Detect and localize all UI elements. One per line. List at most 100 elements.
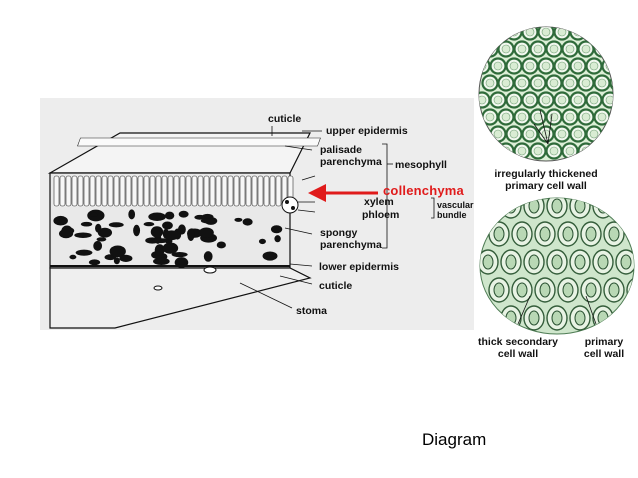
palisade-cell (83, 175, 90, 207)
cell-lumen (525, 61, 535, 71)
cell-lumen (517, 146, 527, 156)
cell-lumen (581, 112, 591, 122)
cell-lumen (517, 78, 527, 88)
label-lower-epidermis: lower epidermis (319, 261, 399, 273)
cell-lumen (614, 45, 616, 53)
cell-lumen (620, 310, 632, 326)
cell-lumen (551, 310, 563, 326)
cell-lumen (565, 44, 575, 54)
palisade-cell (125, 175, 132, 207)
palisade-cell (137, 175, 144, 207)
collenchyma-cell (479, 125, 491, 143)
cell-lumen (505, 254, 517, 270)
palisade-cell (149, 175, 156, 207)
cell-lumen (589, 27, 599, 37)
collenchyma-cell (609, 74, 613, 92)
leaf-cross-section-diagram (40, 98, 474, 330)
cell-lumen (541, 61, 551, 71)
air-space (171, 251, 188, 258)
cell-lumen (501, 44, 511, 54)
cell-lumen (585, 282, 597, 298)
cell-lumen (549, 44, 559, 54)
bottom-left-caption-line-1: thick secondary (478, 336, 558, 348)
cell-lumen (539, 282, 551, 298)
collenchyma-cell (481, 40, 499, 58)
cell-lumen (528, 254, 540, 270)
palisade-cell (89, 175, 96, 207)
palisade-cell (179, 175, 186, 207)
collenchyma-cell (609, 142, 613, 160)
sclerenchyma-cell (480, 305, 499, 331)
cell-lumen (608, 282, 620, 298)
cell-lumen (565, 146, 575, 156)
cell-lumen (509, 95, 519, 105)
air-space (200, 218, 215, 224)
cell-lumen (528, 310, 540, 326)
cell-lumen (479, 129, 487, 139)
cell-lumen (501, 78, 511, 88)
cell-lumen (562, 226, 574, 242)
air-space (128, 209, 136, 220)
palisade-cell (143, 175, 150, 207)
cell-lumen (557, 129, 567, 139)
palisade-cell (227, 175, 234, 207)
cell-lumen (479, 27, 487, 37)
cell-lumen (631, 282, 634, 298)
cell-lumen (517, 112, 527, 122)
cell-lumen (597, 146, 607, 156)
air-space (152, 238, 170, 244)
cell-lumen (573, 95, 583, 105)
palisade-cell (197, 175, 204, 207)
cell-lumen (614, 147, 616, 155)
cell-lumen (589, 61, 599, 71)
cell-lumen (516, 226, 528, 242)
collenchyma-cell (593, 142, 611, 160)
cell-lumen (589, 95, 599, 105)
bottom-left-caption-line-2: cell wall (497, 348, 539, 360)
leaf-cross-section-illustration (47, 126, 435, 329)
sclerenchyma-cell (615, 305, 634, 331)
palisade-cell (107, 175, 114, 207)
air-space (113, 257, 120, 265)
cell-lumen (581, 44, 591, 54)
label-spongy-2: parenchyma (320, 239, 382, 251)
cell-lumen (541, 95, 551, 105)
cell-lumen (589, 129, 599, 139)
air-space (148, 212, 166, 221)
label-upper-epidermis: upper epidermis (326, 125, 408, 137)
collenchyma-cell (479, 27, 491, 41)
footer-caption: Diagram (422, 430, 487, 449)
cell-lumen (597, 254, 609, 270)
air-space (164, 211, 175, 220)
air-space (74, 232, 92, 238)
cell-lumen (631, 226, 634, 242)
palisade-cell (269, 175, 276, 207)
cell-lumen (562, 282, 574, 298)
palisade-cell (245, 175, 252, 207)
cell-lumen (565, 112, 575, 122)
label-palisade-2: parenchyma (320, 156, 382, 168)
cell-lumen (620, 254, 632, 270)
palisade-cell (233, 175, 240, 207)
air-space (119, 254, 133, 262)
top-caption-line-1: irregularly thickened (494, 168, 598, 180)
cell-lumen (585, 226, 597, 242)
cell-lumen (573, 61, 583, 71)
air-space (96, 237, 107, 242)
palisade-cell (185, 175, 192, 207)
cell-lumen (482, 254, 494, 270)
cell-lumen (597, 112, 607, 122)
sclerenchyma-cell (615, 198, 634, 219)
air-space (258, 238, 266, 245)
cell-lumen (574, 310, 586, 326)
palisade-cell (191, 175, 198, 207)
cell-lumen (557, 95, 567, 105)
cell-lumen (620, 198, 632, 214)
collenchyma-cell (585, 27, 603, 41)
palisade-cell (251, 175, 258, 207)
collenchyma-cell (609, 40, 613, 58)
cell-lumen (541, 27, 551, 37)
cell-lumen (605, 129, 613, 139)
cell-lumen (493, 129, 503, 139)
palisade-cell (239, 175, 246, 207)
